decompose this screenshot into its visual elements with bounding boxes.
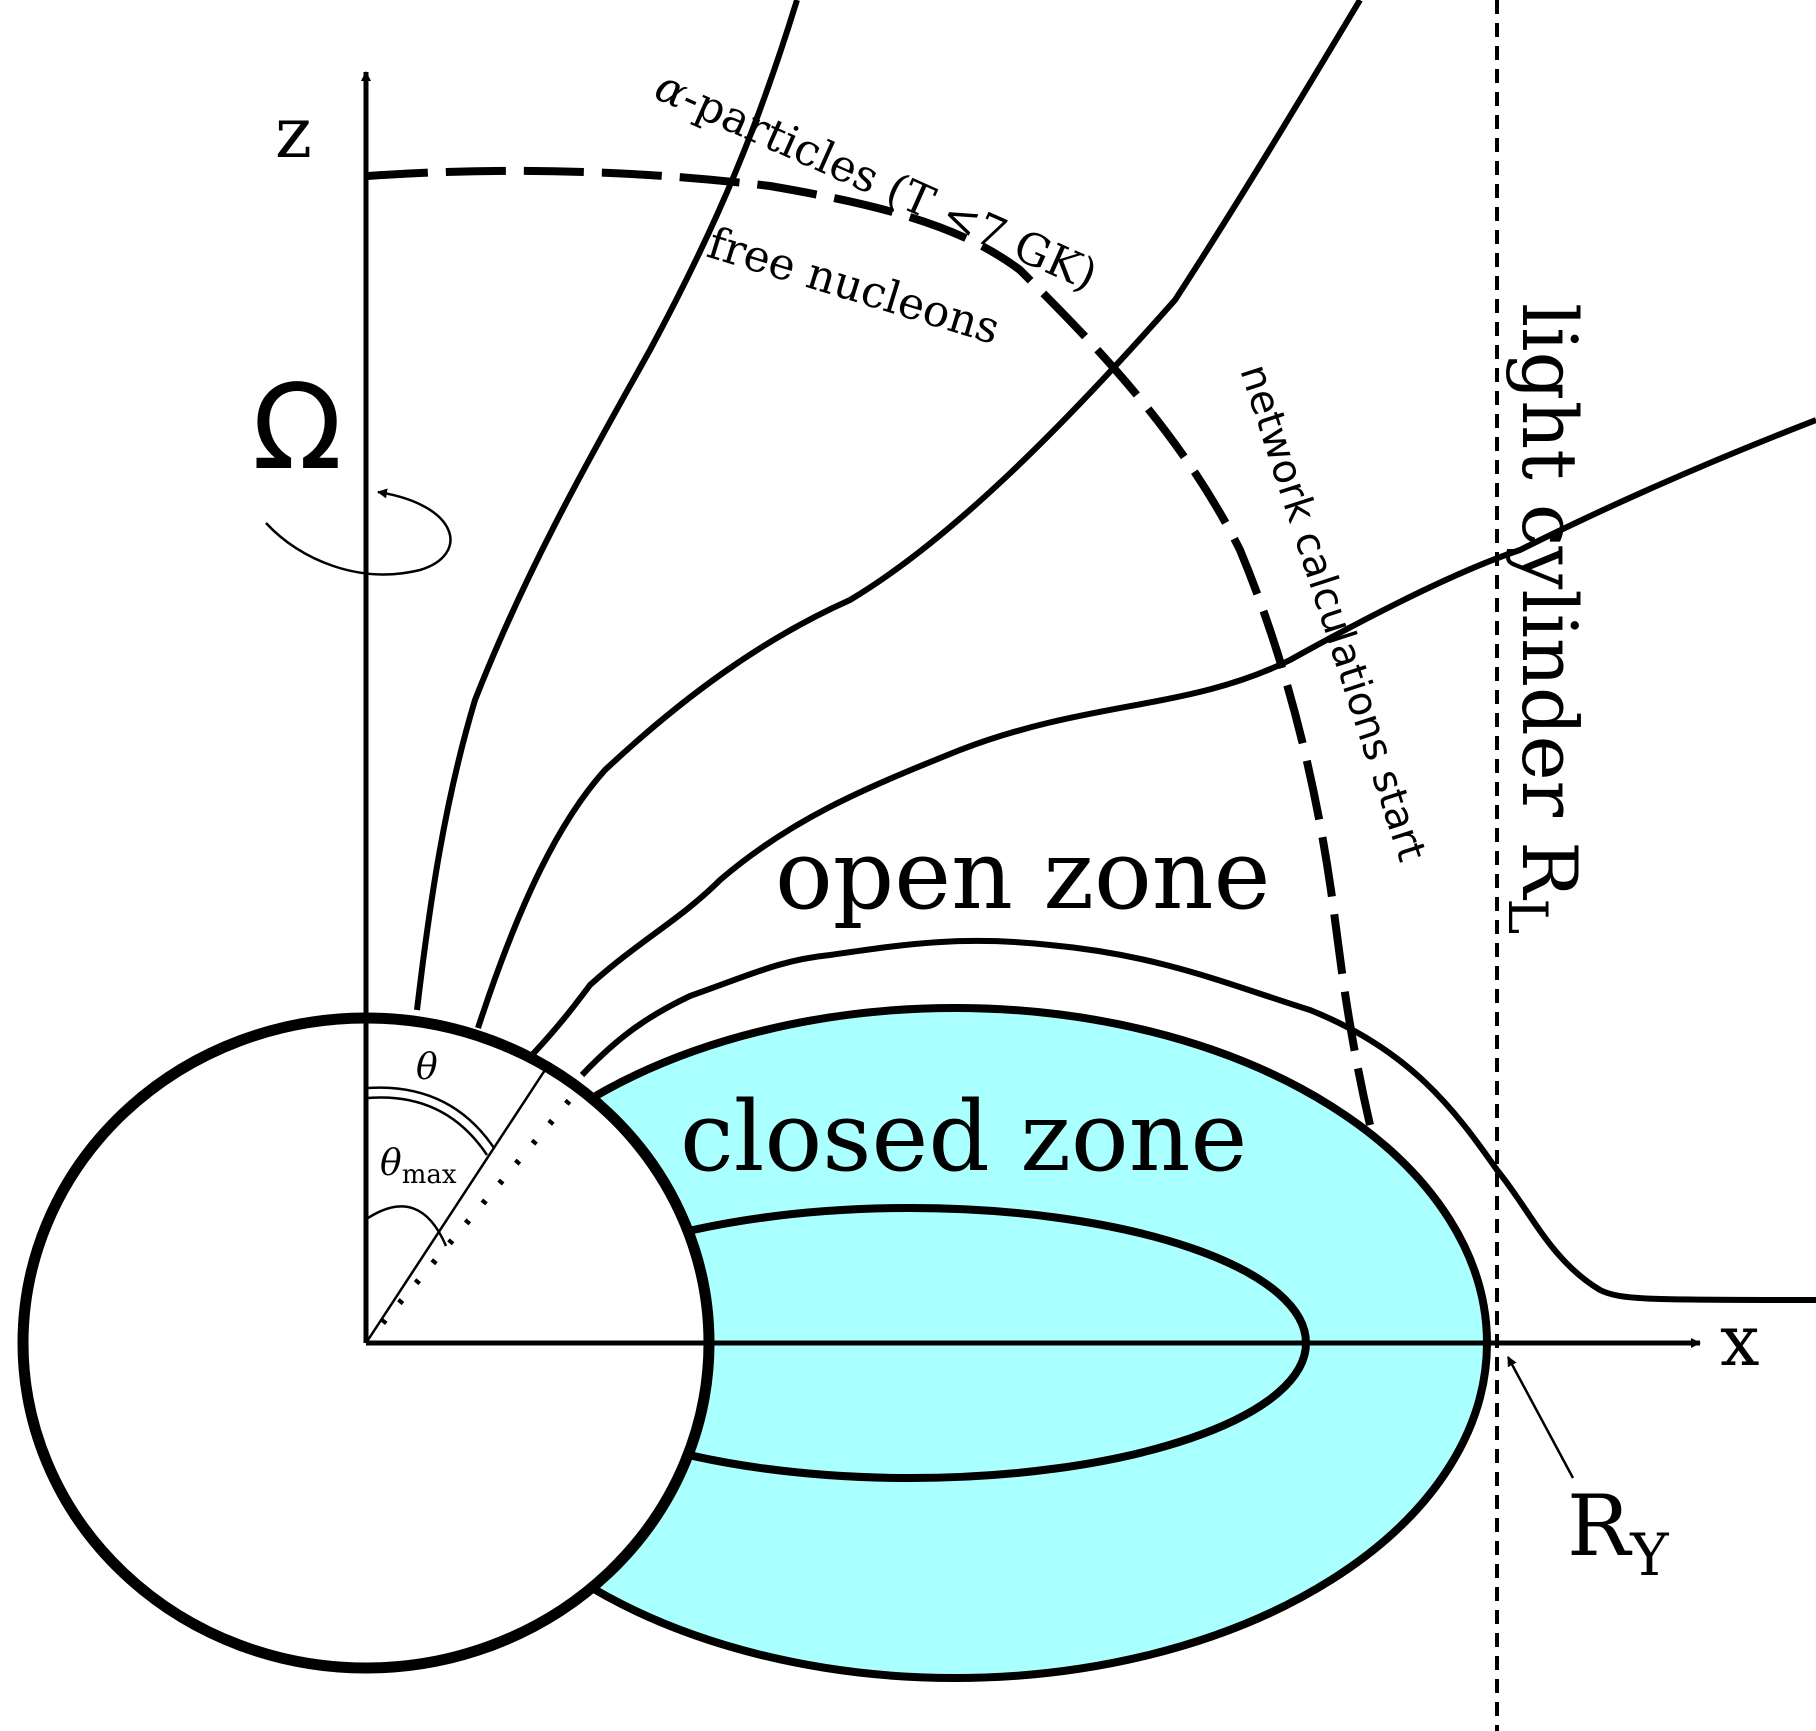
z-axis-label: z — [275, 92, 312, 174]
ry-label: RY — [1567, 1477, 1669, 1589]
theta-dotted-line — [363, 1088, 581, 1345]
closed-zone-label: closed zone — [680, 1081, 1247, 1193]
field-line-1 — [414, 0, 800, 1011]
network-boundary-dashed — [367, 166, 1374, 1126]
field-line-3 — [529, 417, 1816, 1058]
light-cylinder-label: light cylinder RL — [1496, 303, 1594, 934]
field-line-2 — [475, 0, 1363, 1029]
rotation-arrow — [265, 488, 452, 576]
omega-label: Ω — [252, 358, 342, 496]
theta-max-arc — [367, 1205, 448, 1247]
ry-pointer — [1506, 1356, 1575, 1479]
theta-label: θ — [416, 1047, 438, 1088]
theta-arc-inner — [367, 1096, 489, 1156]
theta-max-label: θmax — [380, 1143, 457, 1190]
field-line-4 — [579, 937, 1816, 1303]
theta-max-line — [364, 1069, 547, 1344]
open-zone-label: open zone — [775, 819, 1270, 931]
theta-arc-outer — [367, 1086, 496, 1149]
x-axis-label: x — [1720, 1300, 1759, 1382]
